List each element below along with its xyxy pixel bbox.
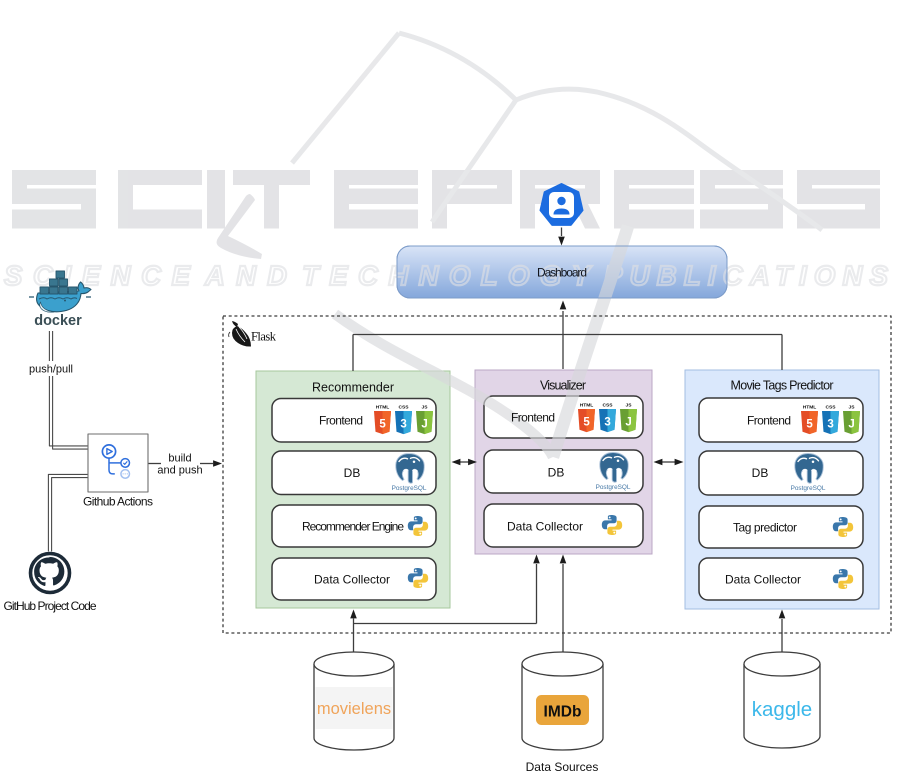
svg-text:DB: DB <box>344 466 361 480</box>
svg-text:movielens: movielens <box>317 700 391 718</box>
svg-text:IMDb: IMDb <box>544 704 582 721</box>
svg-text:docker: docker <box>34 313 82 329</box>
svg-text:SCIENCE: SCIENCE <box>4 260 192 291</box>
svg-text:Frontend: Frontend <box>747 414 791 428</box>
svg-text:Visualizer: Visualizer <box>540 379 586 393</box>
svg-text:Flask: Flask <box>251 330 277 344</box>
svg-text:Github Actions: Github Actions <box>83 495 153 509</box>
svg-text:Data Collector: Data Collector <box>725 573 801 587</box>
svg-text:build: build <box>168 453 191 465</box>
svg-text:Movie Tags Predictor: Movie Tags Predictor <box>731 379 834 393</box>
svg-text:DB: DB <box>752 466 769 480</box>
svg-text:Frontend: Frontend <box>319 414 363 428</box>
svg-text:GitHub Project Code: GitHub Project Code <box>4 599 97 613</box>
svg-text:Recommender Engine: Recommender Engine <box>302 520 404 534</box>
svg-text:Data Collector: Data Collector <box>507 520 583 534</box>
svg-text:kaggle: kaggle <box>752 698 812 721</box>
svg-text:and push: and push <box>157 465 202 477</box>
svg-text:PUBLICATIONS: PUBLICATIONS <box>604 260 889 291</box>
svg-text:push/pull: push/pull <box>29 364 73 376</box>
svg-text:AND: AND <box>204 260 287 291</box>
svg-text:Tag predictor: Tag predictor <box>733 521 797 535</box>
svg-text:Recommender: Recommender <box>312 381 394 395</box>
svg-text:Dashboard: Dashboard <box>537 266 587 280</box>
svg-text:Frontend: Frontend <box>511 411 555 425</box>
svg-text:DB: DB <box>548 466 565 480</box>
svg-text:Data Collector: Data Collector <box>314 573 390 587</box>
svg-text:Data Sources: Data Sources <box>526 760 599 774</box>
